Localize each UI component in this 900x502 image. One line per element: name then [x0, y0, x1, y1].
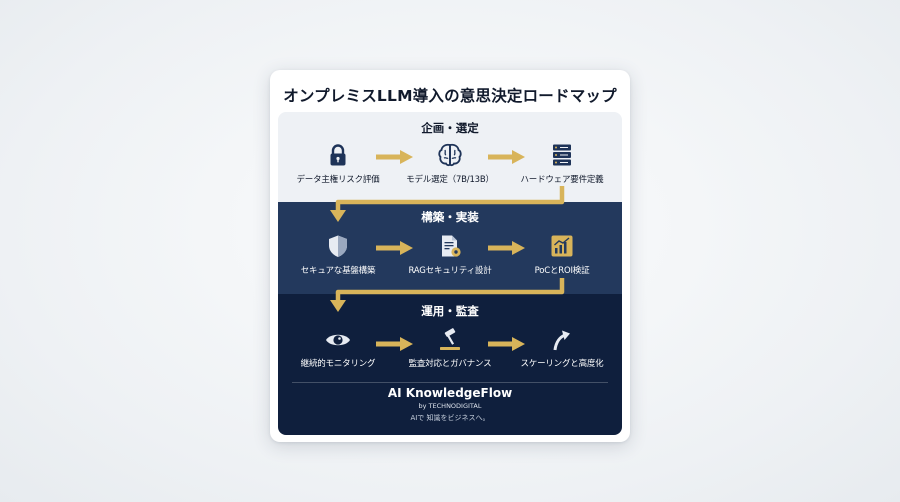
- chart-icon: [551, 235, 573, 257]
- brand-byline: by TECHNODIGITAL: [418, 402, 482, 410]
- step-label: PoCとROI検証: [534, 266, 590, 276]
- brand-name: AI KnowledgeFlow: [387, 386, 513, 400]
- page-title: オンプレミスLLM導入の意思決定ロードマップ: [283, 87, 617, 105]
- flow-arrow-right: [376, 150, 413, 164]
- step-model-selection: モデル選定（7B/13B）: [394, 142, 506, 185]
- step-rag-security: RAGセキュリティ設計: [394, 233, 506, 276]
- step-label: 継続的モニタリング: [300, 359, 376, 369]
- shield-icon: [329, 235, 347, 257]
- step-hardware-requirements: ハードウェア要件定義: [506, 142, 618, 185]
- brand-tagline: AIで 知識をビジネスへ。: [410, 414, 490, 422]
- step-label: データ主権リスク評価: [296, 175, 380, 185]
- curved-arrow-icon: [553, 330, 570, 351]
- step-scaling: スケーリングと高度化: [506, 328, 618, 369]
- step-label: スケーリングと高度化: [520, 359, 604, 369]
- flow-arrow-right: [488, 337, 525, 351]
- phase-title: 企画・選定: [421, 121, 479, 135]
- flow-arrow-right: [376, 337, 413, 351]
- step-poc-roi: PoCとROI検証: [506, 233, 618, 276]
- step-label: セキュアな基盤構築: [300, 266, 376, 276]
- phase-connector-arrows: [330, 186, 565, 312]
- step-label: RAGセキュリティ設計: [408, 266, 492, 276]
- document-gear-icon: [442, 235, 461, 257]
- eye-icon: [326, 334, 350, 346]
- brain-icon: [438, 143, 462, 167]
- step-audit-governance: 監査対応とガバナンス: [394, 328, 506, 369]
- step-secure-infrastructure: セキュアな基盤構築: [282, 233, 394, 276]
- flow-arrow-right: [376, 241, 413, 255]
- flow-arrow-right: [488, 150, 525, 164]
- footer-divider: [292, 382, 608, 383]
- roadmap-card: オンプレミスLLM導入の意思決定ロードマップ 企画・選定 データ主権リスク評価: [270, 70, 630, 442]
- step-label: 監査対応とガバナンス: [408, 359, 492, 369]
- roadmap-panel: 企画・選定 データ主権リスク評価 モデル選定（7B/13B）: [278, 112, 622, 435]
- phase-title: 運用・監査: [421, 304, 479, 318]
- phase-title: 構築・実装: [421, 210, 479, 224]
- flow-arrow-right: [488, 241, 525, 255]
- step-data-sovereignty: データ主権リスク評価: [282, 142, 394, 185]
- gavel-icon: [440, 328, 460, 350]
- phase-band-operations: 運用・監査 継続的モニタリング 監査対応とガバナンス: [278, 294, 622, 435]
- step-monitoring: 継続的モニタリング: [282, 328, 394, 369]
- step-label: ハードウェア要件定義: [520, 175, 604, 185]
- phase-band-planning: 企画・選定 データ主権リスク評価 モデル選定（7B/13B）: [278, 112, 622, 202]
- server-icon: [553, 144, 571, 166]
- lock-icon: [330, 144, 346, 166]
- step-label: モデル選定（7B/13B）: [406, 175, 494, 185]
